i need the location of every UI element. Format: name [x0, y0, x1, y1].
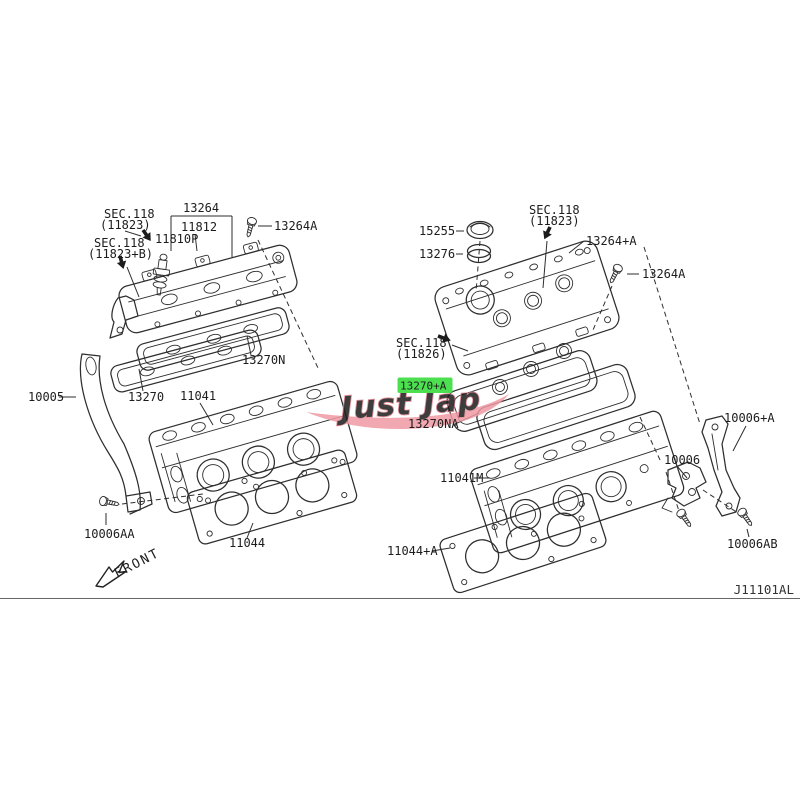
bolt-10006AA [98, 495, 121, 510]
front-arrow-icon [95, 560, 127, 588]
label-sec118-left-mid-ref: (11823+B) [88, 247, 153, 261]
spark-tube-seal-rings [492, 343, 572, 395]
label-11812: 11812 [181, 220, 217, 234]
label-11810P: 11810P [155, 232, 198, 246]
oil-filler-cap-drawing [466, 220, 494, 240]
label-sec118-right-top-ref: (11823) [529, 214, 580, 228]
label-10006pA: 10006+A [724, 411, 775, 425]
label-10005: 10005 [28, 390, 64, 404]
left-valve-cover-gasket-upper-drawing [136, 307, 290, 371]
right-valve-cover-gasket-lower-drawing [476, 363, 636, 451]
label-13270: 13270 [128, 390, 164, 404]
bolt-10006AB [735, 506, 756, 529]
label-11044pA: 11044+A [387, 544, 438, 558]
engine-slinger-bracket-tall-drawing [701, 415, 741, 517]
label-sec118-left-top: SEC.118 [104, 207, 155, 221]
watermark-swoosh [306, 394, 509, 430]
label-13270NA: 13270NA [408, 417, 459, 431]
label-sec118-right-top: SEC.118 [529, 203, 580, 217]
label-15255: 15255 [419, 224, 455, 238]
bolt-13264A-left [243, 216, 258, 239]
label-11044: 11044 [229, 536, 265, 550]
engine-slinger-bracket-left-drawing [79, 353, 153, 515]
right-cylinder-head-drawing [469, 410, 685, 554]
label-10006AA: 10006AA [84, 527, 135, 541]
highlight-box-13270pA [397, 377, 453, 393]
left-valve-cover-gasket-lower-drawing [110, 329, 262, 393]
label-13270pA-highlighted: 13270+A [400, 380, 447, 393]
label-11041: 11041 [180, 389, 216, 403]
label-10006: 10006 [664, 453, 700, 467]
label-13264: 13264 [183, 201, 219, 215]
right-rocker-cover-drawing [434, 240, 620, 376]
engine-slinger-bracket-small-drawing [661, 461, 707, 513]
label-sec118-left-top-ref: (11823) [100, 218, 151, 232]
spark-plug-drawing [152, 253, 171, 296]
label-11041M: 11041M [440, 471, 483, 485]
label-13276: 13276 [419, 247, 455, 261]
part-labels: SEC.118 (11823) 13264 11812 11810P SEC.1… [28, 201, 778, 558]
left-rocker-cover-drawing [109, 241, 298, 339]
front-label: FRONT [112, 546, 163, 582]
label-13270N: 13270N [242, 353, 285, 367]
bolt-13264A-right [606, 262, 625, 286]
diagram-code: J11101AL [734, 582, 794, 597]
label-13264A-left: 13264A [274, 219, 318, 233]
label-13264A-right: 13264A [642, 267, 686, 281]
right-head-gasket-drawing [439, 492, 607, 594]
assembly-dash-lines [121, 239, 739, 514]
front-indicator: FRONT [95, 546, 163, 588]
bolt-bracket-small [674, 507, 695, 530]
leader-lines [59, 215, 750, 552]
label-13264pA: 13264+A [586, 234, 637, 248]
left-head-gasket-drawing [186, 449, 358, 545]
label-sec118-right-mid-ref: (11826) [396, 347, 447, 361]
label-sec118-right-mid: SEC.118 [396, 336, 447, 350]
label-sec118-left-mid: SEC.118 [94, 236, 145, 250]
label-10006AB: 10006AB [727, 537, 778, 551]
